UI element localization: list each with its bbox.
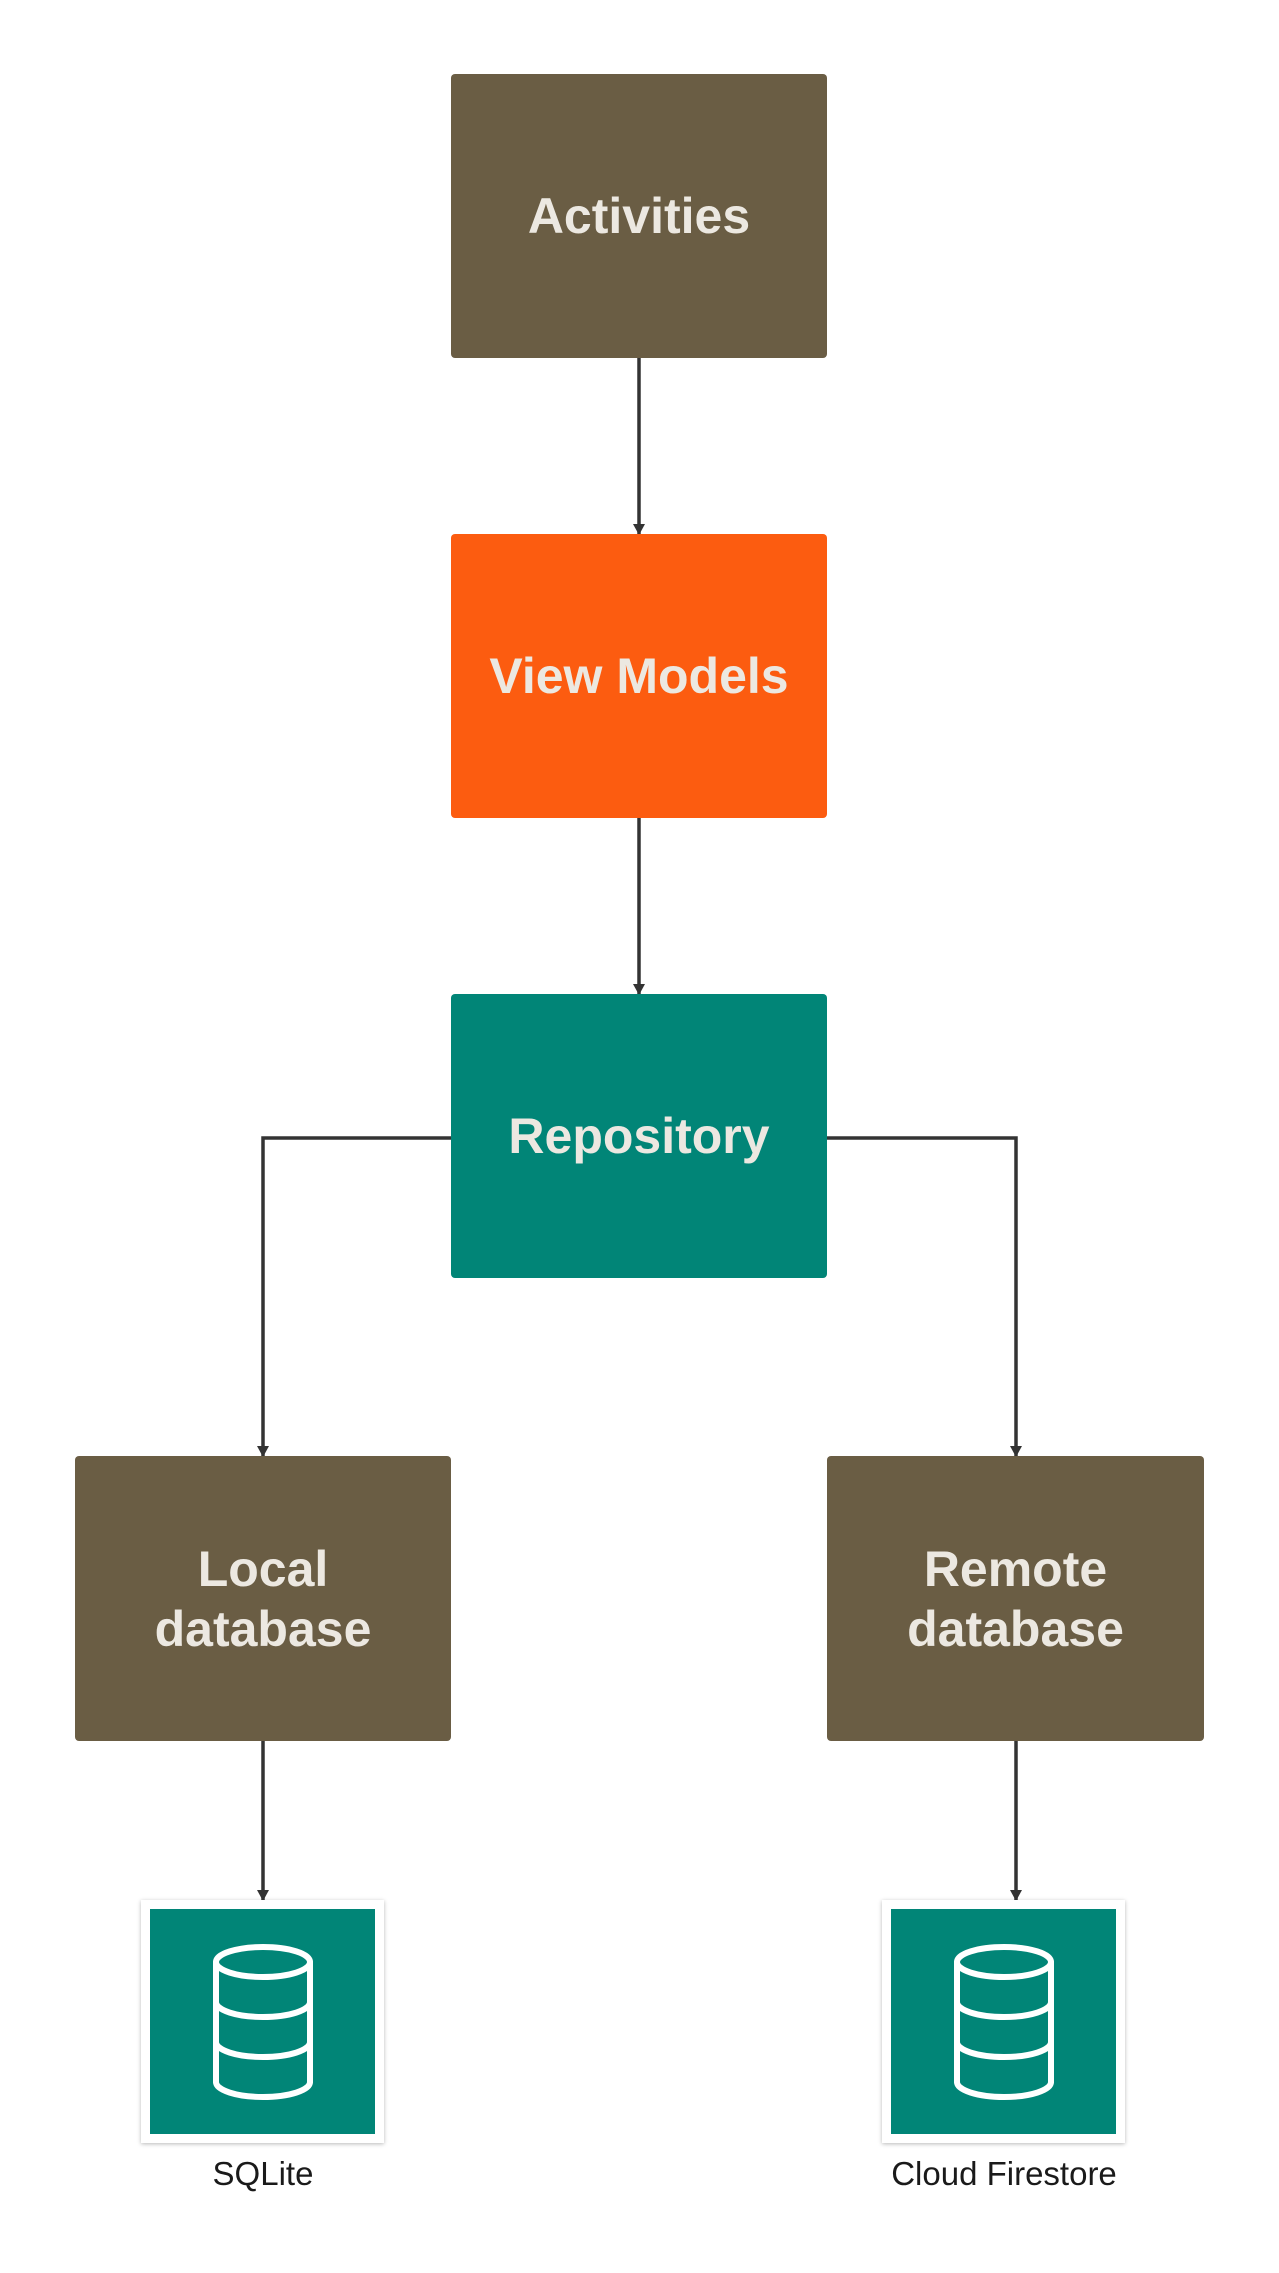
remote-database-node: Remote database [827,1456,1204,1741]
activities-label: Activities [527,188,751,244]
cloud-firestore-storage [882,1900,1125,2143]
arrow-repository-to-local-database [257,1136,451,1457]
local-database-label: Local database [154,1540,372,1657]
repository-node: Repository [451,994,827,1278]
database-icon [212,1943,313,2100]
sqlite-storage [141,1900,384,2143]
view-models-label: View Models [489,648,789,704]
database-icon [953,1943,1054,2100]
local-database-node: Local database [75,1456,451,1741]
view-models-node: View Models [451,534,827,818]
activities-node: Activities [451,74,827,358]
cloud-firestore-icon-tile [891,1909,1116,2134]
sqlite-label: SQLite [212,2155,314,2192]
cloud-firestore-label: Cloud Firestore [891,2155,1117,2192]
repository-label: Repository [508,1108,770,1164]
sqlite-icon-tile [150,1909,375,2134]
remote-database-label: Remote database [907,1540,1124,1657]
arrow-repository-to-remote-database [827,1136,1022,1457]
